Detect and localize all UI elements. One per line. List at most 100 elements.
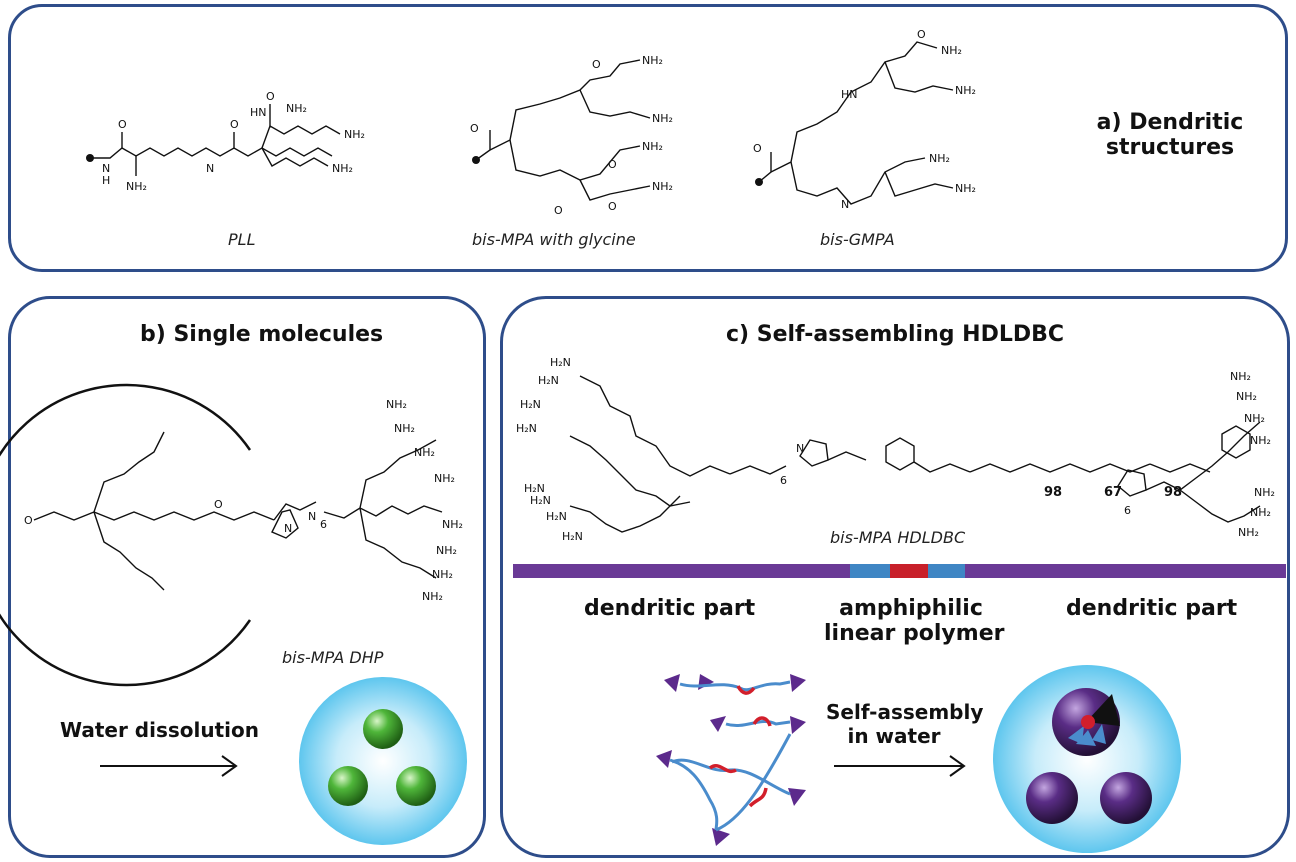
left-dendron-mid	[569, 435, 691, 507]
atom-nh2: NH₂	[422, 590, 443, 603]
lower-branch-2	[884, 171, 954, 197]
caption-bis-mpa-dhp: bis-MPA DHP	[282, 648, 384, 667]
atom-nh2: NH₂	[929, 152, 950, 165]
atom-o: O	[753, 142, 762, 155]
caption-bis-mpa-hdldbc: bis-MPA HDLDBC	[830, 528, 966, 547]
triangle-marker	[698, 674, 714, 690]
atom-nh2: NH₂	[1254, 486, 1275, 499]
hydrophobic-segment	[708, 764, 737, 774]
self-assembly-label: Self-assembly in water	[826, 700, 983, 748]
right-triazole-ring	[1117, 469, 1147, 497]
micelle-arc	[0, 383, 252, 687]
dendron-upper	[359, 439, 437, 509]
atom-nh2: NH₂	[642, 54, 663, 67]
atom-nh2: NH₂	[1250, 506, 1271, 519]
triangle-marker	[710, 716, 726, 732]
hdldbc-structure: H₂N H₂N H₂N H₂N H₂N H₂N H₂N H₂N 6 N 98 6…	[516, 356, 1251, 543]
label-dendritic-part-right: dendritic part	[1066, 596, 1237, 621]
part-label-line1: dendritic part	[584, 596, 756, 621]
left-dendron-lower	[569, 495, 681, 533]
atom-o: O	[554, 204, 563, 217]
atom-h2n: H₂N	[546, 510, 567, 523]
right-ester-link	[1149, 463, 1211, 473]
self-assembly-line2: in water	[847, 724, 941, 748]
part-label-line1: dendritic part	[1066, 596, 1238, 621]
hydrophobic-segment	[748, 787, 768, 808]
lysine-chain-upper	[261, 124, 341, 149]
caption-pll: PLL	[228, 230, 256, 249]
triblock-chain	[969, 463, 1151, 473]
dhp-solution-illustration	[299, 677, 467, 845]
upper-branch-2	[579, 89, 651, 119]
repeat-unit-ppg: 67	[1104, 485, 1122, 500]
hydrophilic-block-left	[850, 564, 890, 578]
atom-h2n: H₂N	[550, 356, 571, 369]
atom-nh2: NH₂	[344, 128, 365, 141]
atom-nh2: NH₂	[436, 544, 457, 557]
panel-a-title-line2: structures	[1105, 135, 1235, 160]
bis-mpa-glycine-structure: O O NH₂ NH₂ NH₂ NH₂ O O O	[470, 54, 673, 217]
panel-a-dendritic-structures	[8, 4, 1288, 272]
label-dendritic-part-left: dendritic part	[584, 596, 755, 621]
hdldbc-micelle-illustration	[993, 665, 1181, 853]
triangle-marker	[664, 674, 680, 692]
left-triazole-ring	[799, 439, 829, 467]
part-label-line2: linear polymer	[824, 621, 1005, 646]
atom-nh2: NH₂	[1238, 526, 1259, 539]
atom-nh2: NH₂	[1250, 434, 1271, 447]
atom-nh2: NH₂	[126, 180, 147, 193]
left-benzene-ring	[885, 437, 915, 471]
purple-sphere	[1026, 772, 1078, 824]
atom-h: H	[102, 174, 110, 187]
core-bond	[758, 152, 772, 183]
caption-bis-mpa-glycine: bis-MPA with glycine	[472, 230, 636, 249]
lysine-chain-lower	[261, 147, 329, 167]
hydrophobic-segment	[736, 685, 756, 695]
hydrophobic-block	[890, 564, 928, 578]
triazole-link	[273, 501, 317, 521]
bis-mpa-dhp-structure: O O N N 6 NH₂ NH₂ NH₂ NH₂ NH₂ NH₂ NH₂ NH…	[24, 398, 463, 603]
micelle-core	[1068, 715, 1106, 746]
lower-branch-2	[579, 179, 651, 201]
atom-o: O	[230, 118, 239, 131]
arc-path	[0, 383, 252, 687]
atom-o: O	[24, 514, 33, 527]
atom-nh2: NH₂	[1236, 390, 1257, 403]
atom-h2n: H₂N	[562, 530, 583, 543]
part-label-line1: amphiphilic	[839, 596, 983, 621]
green-sphere	[396, 766, 436, 806]
corona-segment	[1092, 724, 1106, 744]
atom-h2n: H₂N	[530, 494, 551, 507]
atom-nh2: NH₂	[332, 162, 353, 175]
atom-n: N	[102, 162, 110, 175]
upper-branch	[770, 41, 938, 173]
self-assembly-arrow	[834, 755, 966, 777]
atom-o: O	[214, 498, 223, 511]
right-benzene-ring	[1221, 425, 1251, 459]
green-sphere	[328, 766, 368, 806]
polymer-chain	[679, 680, 791, 692]
arrow-head	[221, 755, 238, 777]
atom-o: O	[608, 200, 617, 213]
bis-gmpa-structure: O HN O NH₂ NH₂ N NH₂ NH₂	[753, 28, 976, 211]
atom-n: N	[206, 162, 214, 175]
left-ether-link	[827, 451, 867, 461]
atom-nh2: NH₂	[434, 472, 455, 485]
triangle-marker	[788, 788, 806, 806]
atom-o: O	[470, 122, 479, 135]
atom-nh2: NH₂	[286, 102, 307, 115]
atom-n: N	[284, 522, 292, 535]
dendron-backbone	[323, 505, 443, 519]
atom-o: O	[608, 158, 617, 171]
arrow-head	[949, 755, 966, 777]
repeat-subscript-six: 6	[780, 474, 787, 487]
panel-b-title: b) Single molecules	[140, 322, 384, 347]
triangle-marker	[656, 750, 672, 768]
hydrophobic-core	[1081, 715, 1095, 729]
atom-hn: HN	[841, 88, 858, 101]
triangle-marker	[712, 828, 730, 846]
atom-nh2: NH₂	[642, 140, 663, 153]
atom-nh2: NH₂	[941, 44, 962, 57]
left-dendron-upper	[579, 375, 731, 477]
triangle-marker	[790, 674, 806, 692]
